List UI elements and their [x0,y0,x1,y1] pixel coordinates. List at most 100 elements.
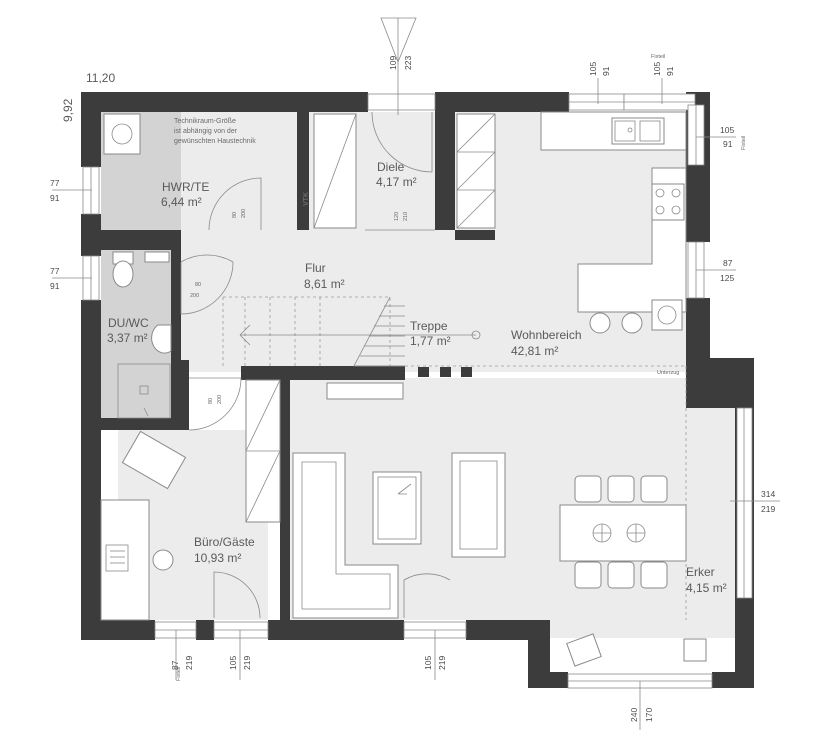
dining-chair [640,561,668,589]
depth-dimension: 9,92 [61,98,75,122]
width-dimension: 11,20 [86,71,115,85]
dim-right1-bottom: 91 [723,139,733,149]
room-name-treppe: Treppe [410,319,448,333]
dining-chair [607,475,635,503]
dining-chair [640,475,668,503]
wall-hwr-diele [297,112,309,230]
dim-right2-top: 87 [723,258,733,268]
stair-outline-upper [222,296,391,366]
wall-diele-right [435,112,455,230]
lounge-chair [566,633,602,667]
dim-door-wc-bottom: 200 [190,293,199,299]
side-table [683,638,707,662]
room-area-erker: 4,15 m² [686,581,727,595]
kitchen [540,111,687,334]
dim-top1-bottom: 91 [601,66,611,76]
door-garden-living [403,573,451,618]
room-name-erker: Erker [686,565,715,579]
dim-erker-side-top: 314 [761,489,775,499]
office-chair [152,549,174,571]
room-name-wohnbereich: Wohnbereich [511,328,582,342]
room-name-diele: Diele [377,160,405,174]
door-hwr [208,177,262,231]
dim-erker-bottom-bottom: 170 [644,708,654,722]
fixteil-label-top: Fixteil [651,54,665,60]
wall-buero-right [280,366,290,620]
office-furniture [100,430,187,621]
dining-chair [574,475,602,503]
dim-bottom2-bottom: 219 [242,656,252,670]
beam-post [418,367,429,377]
boiler [103,113,141,155]
dim-bottom1-top: 87 [170,660,180,670]
room-area-diele: 4,17 m² [376,175,417,189]
vtk-label: VTK [303,192,310,206]
armchair-office [121,430,187,490]
sofa-corner [292,452,399,619]
room-name-buero: Büro/Gäste [194,535,255,549]
shower [117,363,171,419]
beam-post [461,367,472,377]
cooktop [651,183,685,221]
outer-wall-bottom-c [268,620,404,640]
outer-wall-top-mid [435,92,569,112]
outer-wall-bottom-a [81,620,155,640]
erker-wall-bottom-left [528,672,568,688]
outer-wall-top-left [81,92,368,112]
flur-floor [181,112,686,372]
beam-post [440,367,451,377]
dim-left1-bottom: 91 [50,193,60,203]
room-name-hwr: HWR/TE [162,180,209,194]
room-area-hwr: 6,44 m² [161,195,202,209]
wall-wc-bottom [101,418,171,430]
dim-left1-top: 77 [50,178,60,188]
entrance-door-frame [367,93,436,111]
coffee-table [372,471,422,545]
technik-note-3: gewünschten Haustechnik [174,138,256,145]
wall-buero-top [241,366,289,380]
built-ins [245,113,496,523]
technik-note-1: Technikraum-Größe [174,118,236,125]
erker-wall-bottom-right [712,672,754,688]
door-buero [188,377,242,431]
dining-table [559,504,687,562]
washbasin [151,324,172,354]
dim-bottom2-top: 105 [228,656,238,670]
wall-living-top [289,366,405,380]
computer-icon [105,544,129,572]
doors [180,177,451,619]
dim-bottom1-bottom: 219 [184,656,194,670]
living-furniture [292,382,707,667]
walls [81,92,754,688]
stairs [222,296,687,620]
dim-top1-top: 105 [588,62,598,76]
dim-door-hwr-bottom: 200 [241,209,247,218]
outer-wall-left-a [81,92,101,167]
dining-chair [607,561,635,589]
room-name-duwc: DU/WC [108,316,149,330]
bar-stool [589,312,611,334]
bar-stool [621,312,643,334]
erker-floor [550,600,735,638]
sink [611,117,665,145]
entrance [367,17,436,173]
dim-top2-top: 105 [652,62,662,76]
dim-door-diele-bottom: 210 [403,212,409,221]
dim-door-hwr-top: 80 [232,212,238,218]
room-area-flur: 8,61 m² [304,277,345,291]
dim-door-diele-top: 120 [394,212,400,221]
door-wc [180,254,234,315]
dim-entrance-top: 109 [388,56,398,70]
fixteil-label-bottom: Fixteil [176,667,182,681]
wall-diele-bottom [455,230,495,240]
shelf-wc [144,251,170,263]
dim-right2-bottom: 125 [720,273,734,283]
wall-wc-corner [171,360,189,430]
dim-door-wc-top: 80 [195,282,201,288]
dim-bottom3-bottom: 219 [437,656,447,670]
technik-note-2: ist abhängig von der [174,128,238,135]
entrance-arrow-icon [380,17,417,64]
dim-erker-bottom-top: 240 [629,708,639,722]
outer-wall-bottom-b [196,620,214,640]
outer-wall-left-c [81,300,101,640]
